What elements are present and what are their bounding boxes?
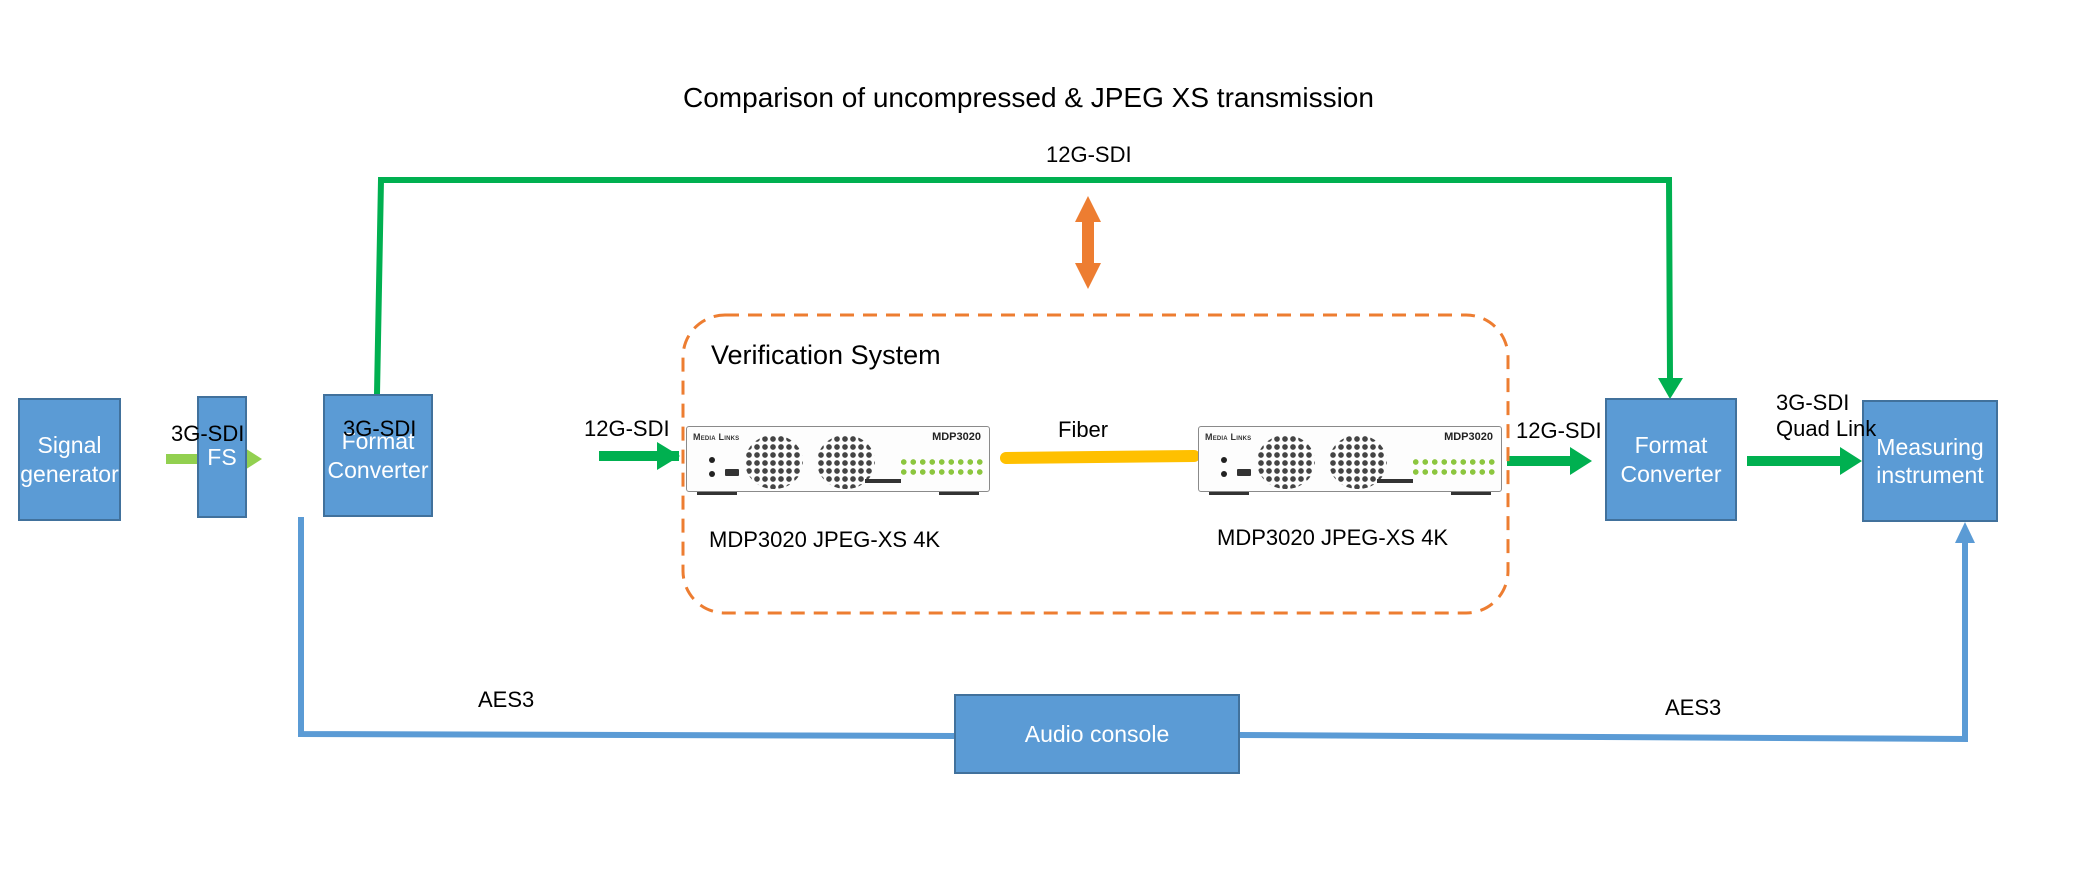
bypass-path: [374, 177, 1683, 399]
verification-system-label: Verification System: [711, 340, 941, 370]
format-converter-out-block: Format Converter: [1605, 398, 1737, 521]
label-audio-right: AES3: [1665, 695, 1722, 720]
fiber-label: Fiber: [1058, 417, 1109, 442]
encoder-device: Media Links MDP3020: [686, 426, 990, 495]
format-converter-in-block: Format Converter: [323, 394, 433, 517]
signal-generator-block: Signal generator: [18, 398, 121, 521]
button-icon: [709, 471, 715, 477]
audio-console-block: Audio console: [954, 694, 1240, 774]
label-sg-to-fs: 3G-SDI: [171, 421, 245, 446]
label-decoder-to-fc: 12G-SDI: [1516, 418, 1602, 443]
label-audio-left: AES3: [478, 687, 535, 712]
label-fs-to-fc: 3G-SDI: [343, 416, 417, 441]
label-fc-to-measuring: 3G-SDI Quad Link: [1776, 390, 1877, 442]
device-foot: [939, 492, 979, 495]
arrow-fc-to-encoder: [599, 442, 680, 470]
fs-block: FS: [197, 396, 247, 518]
fan-vent-icon: [1257, 435, 1315, 489]
device-model: MDP3020: [1444, 431, 1493, 443]
verification-system-boundary: [681, 313, 1510, 615]
diagram-title: Comparison of uncompressed & JPEG XS tra…: [683, 82, 1374, 113]
status-leds-icon: [899, 457, 983, 479]
device-foot: [1209, 492, 1249, 495]
measuring-instrument-block: Measuring instrument: [1862, 400, 1998, 522]
fiber-link: [1000, 450, 1200, 464]
fan-vent-icon: [745, 435, 803, 489]
double-headed-arrow-icon: [1075, 196, 1101, 289]
device-model: MDP3020: [932, 431, 981, 443]
console-port-icon: [725, 469, 739, 476]
device-foot: [1451, 492, 1491, 495]
button-icon: [1221, 471, 1227, 477]
sd-slot-icon: [865, 479, 901, 483]
sd-slot-icon: [1377, 479, 1413, 483]
arrow-decoder-to-fc: [1507, 447, 1592, 475]
button-icon: [1221, 457, 1227, 463]
decoder-device: Media Links MDP3020: [1198, 426, 1502, 495]
audio-path: [298, 517, 1975, 743]
label-bypass: 12G-SDI: [1046, 142, 1132, 167]
console-port-icon: [1237, 469, 1251, 476]
device-brand: Media Links: [1205, 432, 1252, 442]
status-leds-icon: [1411, 457, 1495, 479]
arrow-fc-to-measuring: [1747, 447, 1862, 475]
device-brand: Media Links: [693, 432, 740, 442]
decoder-caption: MDP3020 JPEG-XS 4K: [1217, 525, 1449, 550]
button-icon: [709, 457, 715, 463]
label-fc-to-encoder: 12G-SDI: [584, 416, 670, 441]
device-foot: [697, 492, 737, 495]
encoder-caption: MDP3020 JPEG-XS 4K: [709, 527, 941, 552]
